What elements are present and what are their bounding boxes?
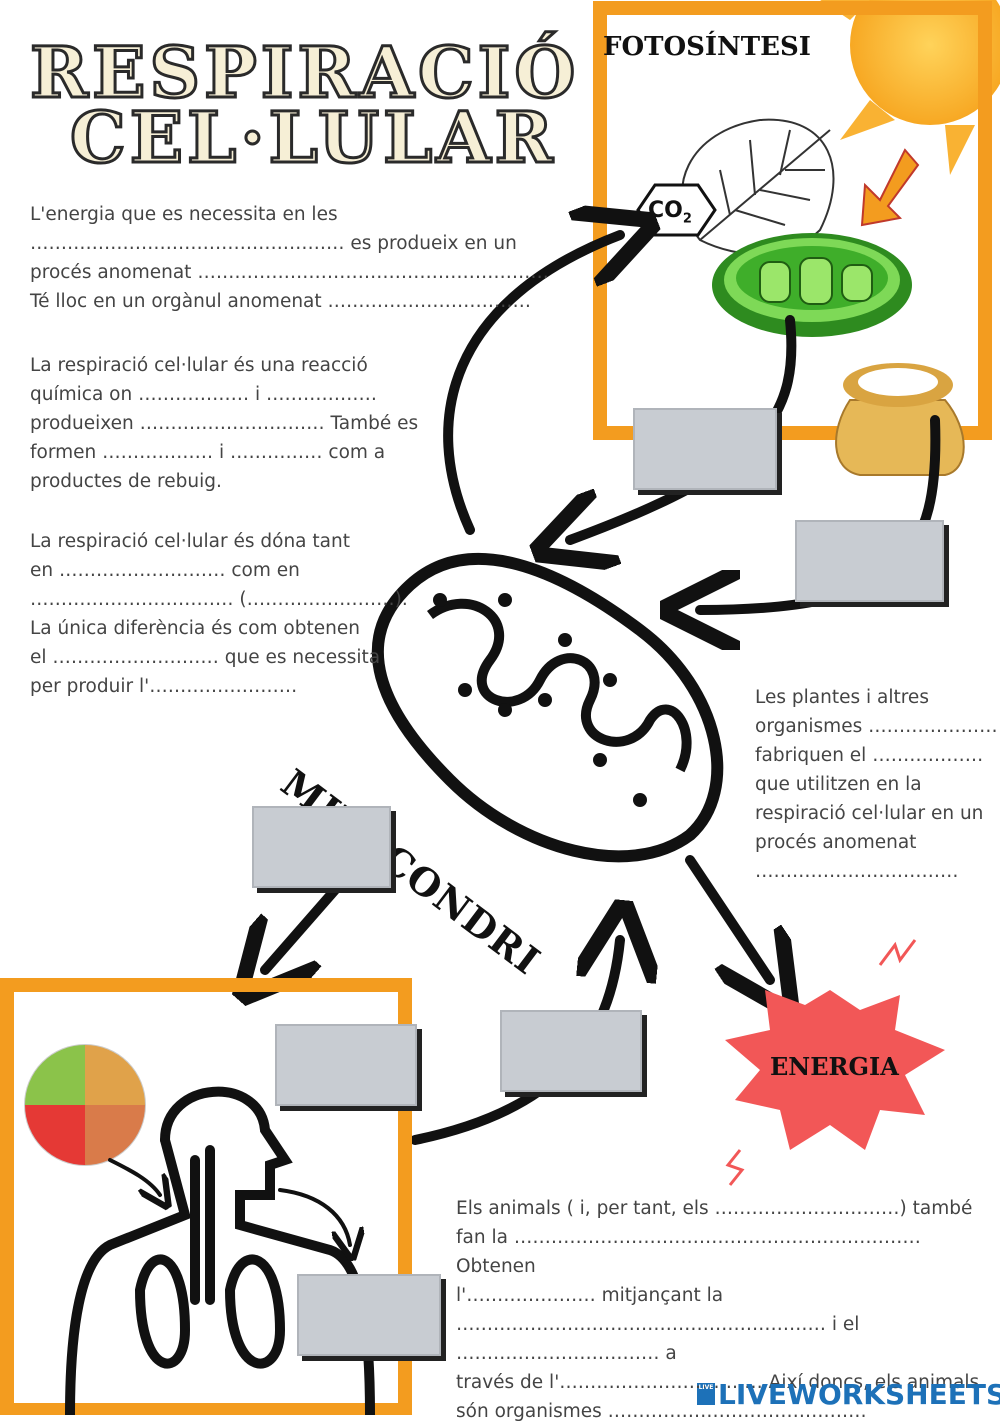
text-line[interactable]: produeixen ………………………… També es bbox=[30, 413, 419, 434]
text-line[interactable]: …………………………………………………… i el …………………………… a bbox=[456, 1314, 860, 1364]
chloroplast-icon bbox=[712, 233, 912, 337]
text-line[interactable]: …………………………… (……………………). bbox=[30, 589, 408, 610]
text-line[interactable]: l'………………… mitjançant la bbox=[456, 1285, 724, 1306]
text-line[interactable]: …………………………… bbox=[755, 861, 959, 882]
human-body-icon bbox=[65, 1086, 375, 1415]
text-line[interactable]: en ……………………… com en bbox=[30, 560, 300, 581]
text-line[interactable]: per produir l'…………………… bbox=[30, 676, 298, 697]
text-line: La única diferència és com obtenen bbox=[30, 618, 360, 639]
text-line: La respiració cel·lular és una reacció bbox=[30, 355, 368, 376]
text-line[interactable]: fan la ………………………………………………………… Obtenen bbox=[456, 1227, 921, 1277]
text-line[interactable]: el ……………………… que es necessita bbox=[30, 647, 381, 668]
text-line[interactable]: Els animals ( i, per tant, els ………………………… bbox=[456, 1198, 973, 1219]
text-line: procés anomenat bbox=[755, 832, 917, 853]
answer-box-5[interactable] bbox=[500, 1010, 642, 1092]
title-line1: RESPIRACIÓ bbox=[28, 31, 580, 114]
paragraph-animals: Els animals ( i, per tant, els ………………………… bbox=[456, 1194, 1000, 1426]
co2-text: CO bbox=[648, 198, 683, 223]
food-plate-icon bbox=[24, 1044, 146, 1166]
sun-arrow-icon bbox=[860, 148, 920, 227]
text-line[interactable]: procés anomenat ………………………………………………… bbox=[30, 262, 549, 283]
sun-icon bbox=[820, 0, 1000, 175]
paragraph-where: La respiració cel·lular és dóna tant en … bbox=[30, 527, 408, 701]
fotosintesi-label: FOTOSÍNTESI bbox=[603, 32, 811, 62]
text-line: productes de rebuig. bbox=[30, 471, 222, 492]
text-line[interactable]: fabriquen el ……………… bbox=[755, 745, 984, 766]
energia-label: ENERGIA bbox=[770, 1052, 899, 1081]
brand-text[interactable]: LIVEWORKSHEETS bbox=[718, 1378, 1000, 1411]
human-frame bbox=[0, 978, 412, 1415]
text-line[interactable]: Té lloc en un orgànul anomenat ………………………… bbox=[30, 291, 532, 312]
mitochondrion-icon bbox=[371, 552, 724, 863]
text-line[interactable]: química on ……………… i ……………… bbox=[30, 384, 377, 405]
answer-box-3[interactable] bbox=[252, 806, 391, 888]
text-line[interactable]: organismes ………………… bbox=[755, 716, 998, 737]
answer-box-4[interactable] bbox=[275, 1024, 417, 1106]
paragraph-reaction: La respiració cel·lular és una reacció q… bbox=[30, 351, 418, 496]
leaf-icon bbox=[681, 118, 835, 255]
text-line: Les plantes i altres bbox=[755, 687, 929, 708]
brand-badge: LIVE bbox=[698, 1384, 714, 1391]
answer-box-2[interactable] bbox=[795, 520, 944, 602]
text-line: que utilitzen en la bbox=[755, 774, 922, 795]
text-line[interactable]: formen ……………… i …………… com a bbox=[30, 442, 386, 463]
text-line[interactable]: …………………………………………… es produeix en un bbox=[30, 233, 517, 254]
text-line: L'energia que es necessita en les bbox=[30, 204, 338, 225]
paragraph-plants: Les plantes i altres organismes ………………… … bbox=[755, 683, 998, 886]
paragraph-energy: L'energia que es necessita en les ………………… bbox=[30, 200, 549, 316]
title-line2: CEL·LULAR bbox=[69, 96, 557, 179]
co2-label: CO2 bbox=[648, 198, 692, 226]
sugar-sack-icon bbox=[835, 363, 965, 476]
text-line: respiració cel·lular en un bbox=[755, 803, 984, 824]
answer-box-6[interactable] bbox=[297, 1274, 441, 1356]
liveworksheets-badge-icon bbox=[697, 1383, 715, 1405]
text-line[interactable]: través de l'…………………………… Així doncs, els … bbox=[456, 1372, 980, 1393]
text-line: La respiració cel·lular és dóna tant bbox=[30, 531, 350, 552]
energy-burst-icon bbox=[725, 939, 945, 1186]
answer-box-1[interactable] bbox=[633, 408, 777, 490]
co2-subscript: 2 bbox=[682, 211, 692, 227]
